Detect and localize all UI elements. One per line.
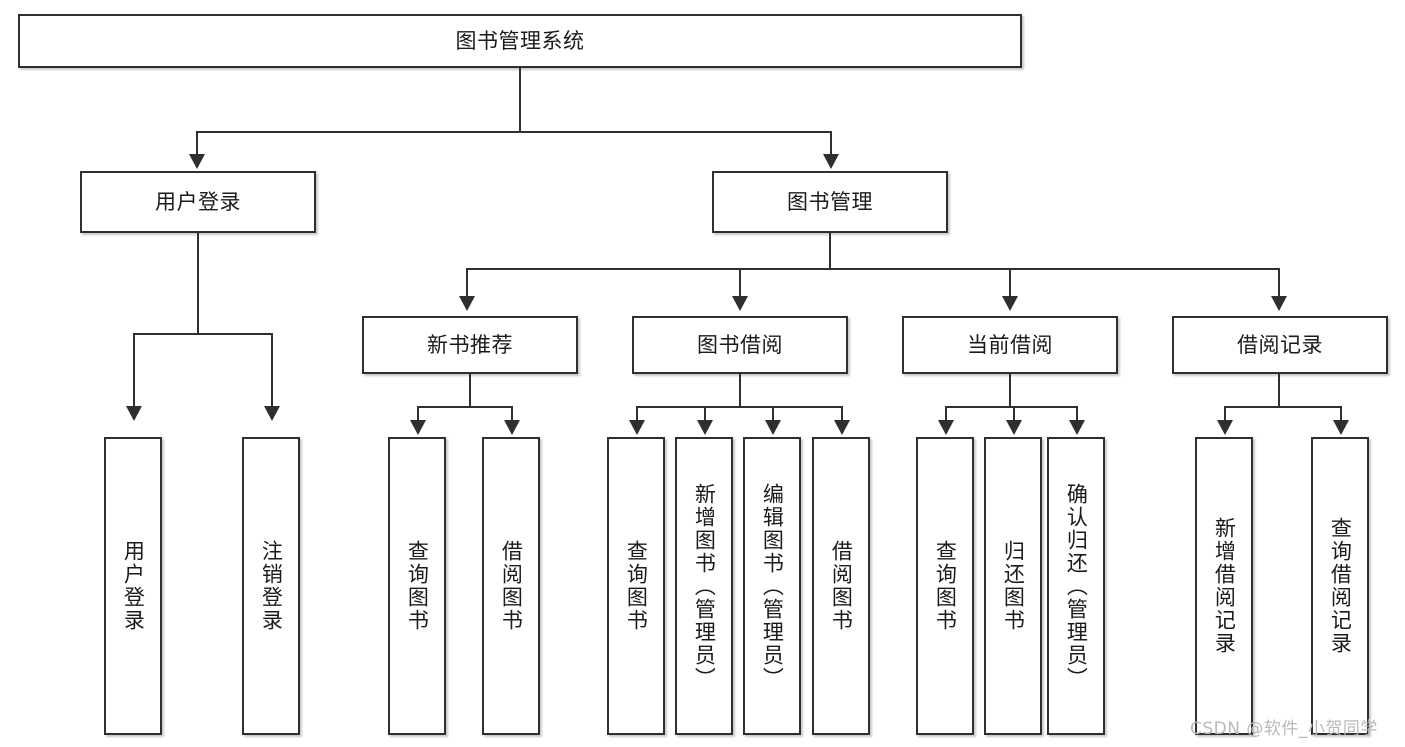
connector-user-login-stem — [197, 233, 199, 335]
node-book-management[interactable]: 图书管理 — [712, 171, 948, 233]
node-label: 用户登录 — [121, 540, 146, 632]
connector-drop-leaf-user-login — [133, 333, 135, 408]
node-user-login[interactable]: 用户登录 — [80, 171, 316, 233]
leaf-borrow-book-1[interactable]: 借阅图书 — [482, 437, 540, 735]
connector-drop-leaf-borrow-book-1 — [511, 406, 513, 422]
arrowhead-leaf-user-login — [126, 406, 142, 421]
connector-root-stem — [519, 68, 521, 133]
node-label: 归还图书 — [1001, 540, 1026, 632]
arrowhead-leaf-edit-book — [765, 420, 781, 435]
connector-drop-book-management — [830, 131, 832, 158]
connector-borrow-record-stem — [1278, 374, 1280, 408]
connector-drop-leaf-borrow-book-2 — [841, 406, 843, 422]
leaf-return-book[interactable]: 归还图书 — [984, 437, 1042, 735]
connector-drop-leaf-add-book — [704, 406, 706, 422]
leaf-query-book-1[interactable]: 查询图书 — [388, 437, 446, 735]
node-label: 新书推荐 — [427, 332, 513, 357]
arrowhead-leaf-add-record — [1217, 420, 1233, 435]
connector-drop-leaf-logout-login — [271, 333, 273, 408]
connector-drop-leaf-query-record — [1340, 406, 1342, 422]
connector-current-borrow-bus — [945, 406, 1077, 408]
connector-book-management-stem — [829, 233, 831, 270]
arrowhead-leaf-query-book-1 — [410, 420, 426, 435]
leaf-query-book-2[interactable]: 查询图书 — [607, 437, 665, 735]
connector-user-login-bus — [133, 333, 273, 335]
connector-drop-leaf-add-record — [1224, 406, 1226, 422]
node-label: 图书管理 — [787, 189, 873, 214]
arrowhead-leaf-return-book — [1006, 420, 1022, 435]
node-label: 查询图书 — [624, 540, 649, 632]
node-current-borrow[interactable]: 当前借阅 — [902, 316, 1118, 374]
node-label: 借阅记录 — [1237, 332, 1323, 357]
arrowhead-leaf-query-book-3 — [938, 420, 954, 435]
arrowhead-leaf-add-book — [697, 420, 713, 435]
node-root-book-management-system[interactable]: 图书管理系统 — [18, 14, 1022, 68]
arrowhead-leaf-confirm-return — [1069, 420, 1085, 435]
node-label: 图书管理系统 — [455, 28, 585, 53]
leaf-borrow-book-2[interactable]: 借阅图书 — [812, 437, 870, 735]
leaf-confirm-return[interactable]: 确认归还（管理员） — [1047, 437, 1105, 735]
node-label: 编辑图书（管理员） — [760, 482, 785, 690]
arrowhead-leaf-borrow-book-2 — [834, 420, 850, 435]
arrowhead-leaf-logout-login — [264, 406, 280, 421]
leaf-add-record[interactable]: 新增借阅记录 — [1195, 437, 1253, 735]
arrowhead-user-login — [189, 154, 205, 169]
node-label: 新增图书（管理员） — [692, 482, 717, 690]
leaf-query-book-3[interactable]: 查询图书 — [916, 437, 974, 735]
arrowhead-current-borrow — [1002, 296, 1018, 311]
arrowhead-borrow-record — [1271, 296, 1287, 311]
connector-drop-borrow-record — [1278, 268, 1280, 298]
node-label: 借阅图书 — [829, 540, 854, 632]
connector-drop-book-borrow — [739, 268, 741, 298]
leaf-query-record[interactable]: 查询借阅记录 — [1311, 437, 1369, 735]
node-label: 查询图书 — [933, 540, 958, 632]
arrowhead-leaf-borrow-book-1 — [504, 420, 520, 435]
arrowhead-book-management — [823, 154, 839, 169]
node-label: 确认归还（管理员） — [1064, 482, 1089, 690]
connector-current-borrow-stem — [1009, 374, 1011, 408]
node-label: 用户登录 — [155, 189, 241, 214]
arrowhead-new-book-recommend — [459, 296, 475, 311]
leaf-user-login[interactable]: 用户登录 — [104, 437, 162, 735]
connector-drop-new-book-recommend — [466, 268, 468, 298]
leaf-logout-login[interactable]: 注销登录 — [242, 437, 300, 735]
node-label: 当前借阅 — [967, 332, 1053, 357]
connector-borrow-record-bus — [1224, 406, 1341, 408]
connector-drop-leaf-confirm-return — [1076, 406, 1078, 422]
node-label: 图书借阅 — [697, 332, 783, 357]
node-new-book-recommend[interactable]: 新书推荐 — [362, 316, 578, 374]
arrowhead-leaf-query-book-2 — [629, 420, 645, 435]
leaf-add-book[interactable]: 新增图书（管理员） — [675, 437, 733, 735]
connector-level2-bus — [196, 131, 832, 133]
connector-book-borrow-bus — [636, 406, 842, 408]
connector-new-book-recommend-bus — [417, 406, 512, 408]
connector-drop-current-borrow — [1009, 268, 1011, 298]
connector-drop-leaf-query-book-1 — [417, 406, 419, 422]
arrowhead-leaf-query-record — [1333, 420, 1349, 435]
connector-book-borrow-stem — [739, 374, 741, 408]
connector-drop-leaf-query-book-2 — [636, 406, 638, 422]
node-book-borrow[interactable]: 图书借阅 — [632, 316, 848, 374]
watermark-text: CSDN @软件_小贺同学 — [1190, 719, 1378, 739]
node-label: 注销登录 — [259, 540, 284, 632]
connector-drop-leaf-query-book-3 — [945, 406, 947, 422]
connector-drop-leaf-edit-book — [772, 406, 774, 422]
node-label: 新增借阅记录 — [1212, 517, 1237, 655]
node-label: 查询图书 — [405, 540, 430, 632]
connector-drop-leaf-return-book — [1013, 406, 1015, 422]
connector-new-book-recommend-stem — [469, 374, 471, 408]
arrowhead-book-borrow — [732, 296, 748, 311]
node-borrow-record[interactable]: 借阅记录 — [1172, 316, 1388, 374]
connector-level3-bus — [466, 268, 1280, 270]
node-label: 借阅图书 — [499, 540, 524, 632]
node-label: 查询借阅记录 — [1328, 517, 1353, 655]
connector-drop-user-login — [196, 131, 198, 158]
leaf-edit-book[interactable]: 编辑图书（管理员） — [743, 437, 801, 735]
